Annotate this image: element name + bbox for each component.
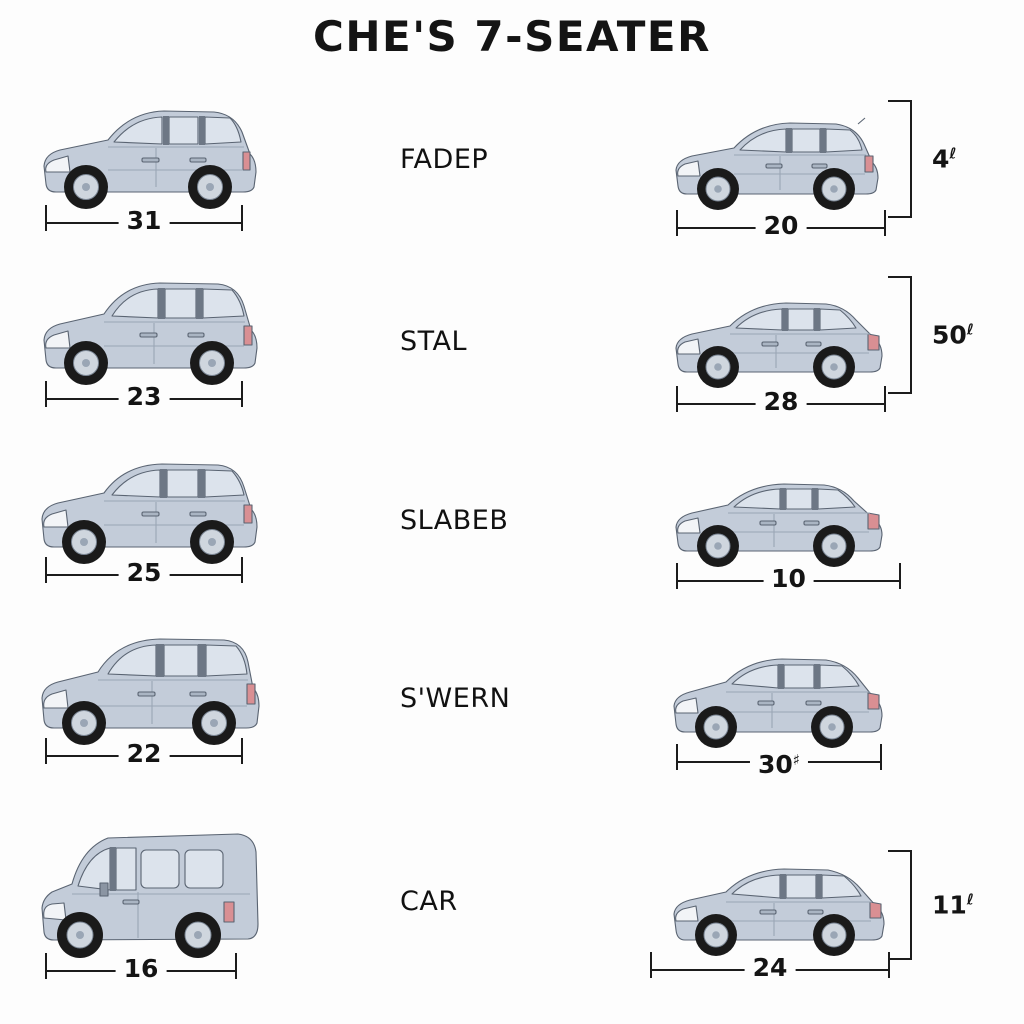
dimension-left: 23 <box>45 381 243 415</box>
dimension-tick-left <box>45 557 47 583</box>
dimension-right: 24 <box>650 952 890 986</box>
vehicle-illustration-left <box>38 447 268 577</box>
vehicle-illustration-right <box>668 98 893 223</box>
height-value: 4ℓ <box>932 144 957 174</box>
vehicle-illustration-right <box>668 278 893 403</box>
dimension-tick-left <box>676 744 678 770</box>
vehicle-illustration-right <box>668 848 893 973</box>
category-label: FADEP <box>400 144 489 175</box>
dimension-tick-right <box>241 557 243 583</box>
dimension-tick-right <box>241 205 243 231</box>
dimension-value: 30♯ <box>749 746 809 779</box>
dimension-left: 31 <box>45 205 243 239</box>
dimension-value: 23 <box>118 383 170 411</box>
category-label: STAL <box>400 326 468 357</box>
dimension-tick-right <box>241 381 243 407</box>
height-dimension-right: 50ℓ <box>888 276 974 394</box>
dimension-value: 20 <box>755 212 807 240</box>
category-label: CAR <box>400 886 458 917</box>
dimension-value: 28 <box>755 388 807 416</box>
dimension-tick-right <box>884 210 886 236</box>
dimension-tick-left <box>45 205 47 231</box>
height-tick-top <box>888 850 912 852</box>
dimension-left: 16 <box>45 953 237 987</box>
height-bar <box>910 850 912 960</box>
height-tick-top <box>888 100 912 102</box>
dimension-tick-right <box>880 744 882 770</box>
vehicle-row: 23 STAL <box>0 268 1024 443</box>
dimension-value: 25 <box>118 559 170 587</box>
dimension-tick-right <box>888 952 890 978</box>
vehicle-illustration-right <box>668 638 893 763</box>
dimension-value: 16 <box>115 955 167 983</box>
page-title: CHE'S 7-SEATER <box>313 12 711 61</box>
dimension-tick-right <box>235 953 237 979</box>
dimension-right: 30♯ <box>676 744 882 779</box>
height-tick-bottom <box>888 392 912 394</box>
vehicle-illustration-left <box>38 92 268 222</box>
vehicle-row: 31 FADEP <box>0 92 1024 267</box>
dimension-value: 22 <box>118 740 170 768</box>
dimension-tick-left <box>45 953 47 979</box>
height-bar <box>910 100 912 218</box>
vehicle-row: 25 SLABEB <box>0 447 1024 622</box>
dimension-value: 24 <box>744 954 796 982</box>
dimension-left: 25 <box>45 557 243 591</box>
height-tick-bottom <box>888 958 912 960</box>
dimension-tick-left <box>676 210 678 236</box>
dimension-left: 22 <box>45 738 243 772</box>
vehicle-illustration-left <box>38 828 268 973</box>
height-bar <box>910 276 912 394</box>
dimension-value: 31 <box>118 207 170 235</box>
dimension-tick-left <box>650 952 652 978</box>
dimension-right: 10 <box>676 563 901 597</box>
category-label: SLABEB <box>400 505 509 536</box>
dimension-right: 28 <box>676 386 886 420</box>
category-label: S'WERN <box>400 683 511 714</box>
vehicle-row: 16 CAR <box>0 828 1024 1003</box>
vehicle-row: 22 S'WERN <box>0 628 1024 803</box>
dimension-right: 20 <box>676 210 886 244</box>
dimension-value: 10 <box>763 565 814 593</box>
height-dimension-right: 4ℓ <box>888 100 956 218</box>
dimension-tick-left <box>45 381 47 407</box>
height-tick-top <box>888 276 912 278</box>
vehicle-illustration-left <box>38 628 268 758</box>
vehicle-illustration-right <box>668 459 893 584</box>
height-value: 50ℓ <box>932 320 974 350</box>
dimension-tick-left <box>45 738 47 764</box>
dimension-tick-left <box>676 563 678 589</box>
vehicle-illustration-left <box>38 268 268 398</box>
height-tick-bottom <box>888 216 912 218</box>
dimension-tick-right <box>899 563 901 589</box>
height-dimension-right: 11ℓ <box>888 850 974 960</box>
dimension-tick-right <box>884 386 886 412</box>
dimension-tick-right <box>241 738 243 764</box>
height-value: 11ℓ <box>932 890 974 920</box>
dimension-tick-left <box>676 386 678 412</box>
